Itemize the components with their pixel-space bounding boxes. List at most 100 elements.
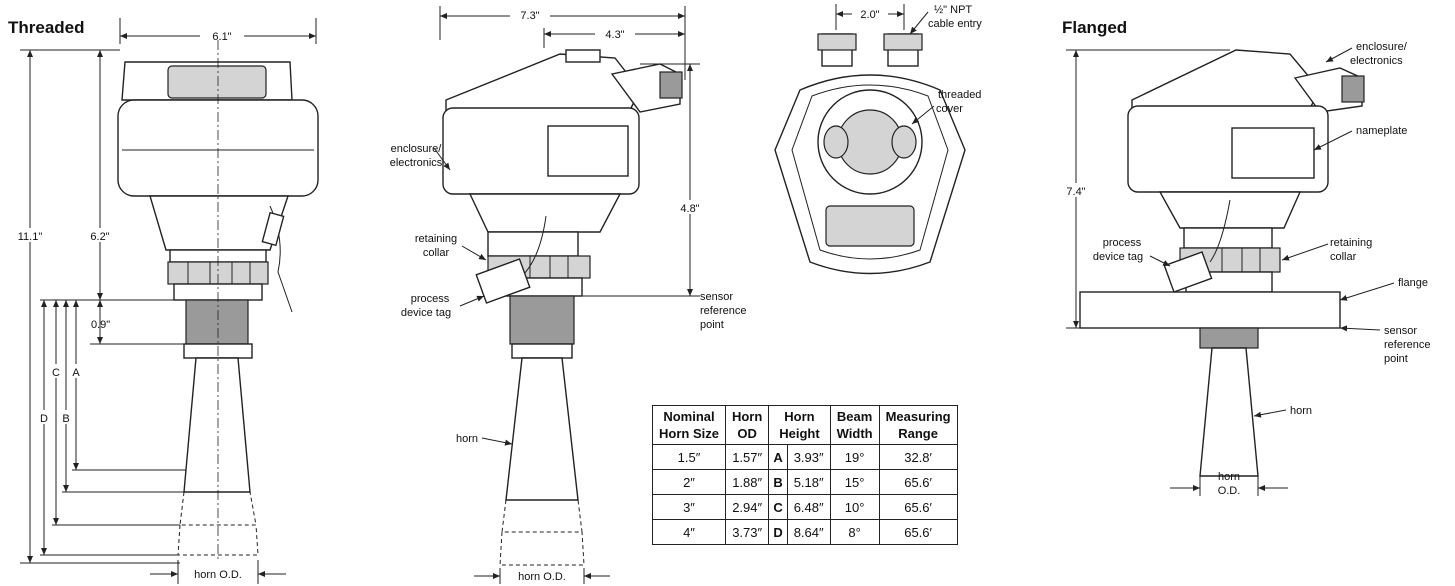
side-enclosure-label-2: electronics (390, 157, 443, 169)
flanged-enclosure-label-1: enclosure/ (1356, 41, 1408, 53)
cell-size: 3″ (652, 494, 726, 520)
side-sensor-label-1: sensor (700, 291, 733, 303)
flanged-horn (1199, 347, 1259, 477)
cell-od: 3.73″ (724, 519, 770, 545)
table-row: 3″ 2.94″ C 6.48″ 10° 65.6′ (652, 494, 958, 520)
side-tag-label-2: device tag (401, 307, 451, 319)
flanged-nameplate (1231, 127, 1315, 179)
flanged-horn-od-label-1: horn (1218, 471, 1240, 483)
cell-beam: 15° (829, 469, 880, 495)
threaded-tag (261, 211, 285, 247)
top-view: 2.0" ½" NPT cable entry threaded cover (774, 4, 982, 275)
top-display (825, 205, 915, 247)
cell-size: 4″ (652, 519, 726, 545)
top-cover-label-2: cover (936, 103, 963, 115)
flanged-tag (1163, 251, 1213, 293)
top-npt-label-2: cable entry (928, 18, 982, 30)
dim-letter-a: A (72, 367, 80, 379)
side-collar-label-2: collar (423, 247, 450, 259)
flanged-collar-label-1: retaining (1330, 237, 1372, 249)
cell-letter: A (768, 444, 788, 470)
cell-size: 1.5″ (652, 444, 726, 470)
cell-beam: 10° (829, 494, 880, 520)
flanged-sensor-label-2: reference (1384, 339, 1430, 351)
threaded-title: Threaded (8, 18, 85, 37)
threaded-horn-od-label: horn O.D. (194, 569, 242, 581)
cell-range: 65.6′ (878, 469, 958, 495)
threaded-display-window (167, 65, 267, 99)
side-view: 7.3" 4.3" 4.8" enclosure/ (390, 6, 746, 584)
side-enclosure-label-1: enclosure/ (391, 143, 443, 155)
cell-od: 1.88″ (724, 469, 770, 495)
top-spacing-dim: 2.0" (860, 9, 879, 21)
cell-beam: 19° (829, 444, 880, 470)
table-row: 2″ 1.88″ B 5.18″ 15° 65.6′ (652, 469, 958, 495)
side-horn-od-label: horn O.D. (518, 571, 566, 583)
threaded-thread-dim: 0.9" (91, 319, 110, 331)
threaded-thread (185, 299, 249, 345)
side-tag (475, 258, 531, 304)
cell-height: 3.93″ (786, 444, 831, 470)
threaded-body-height-dim: 6.2" (90, 231, 109, 243)
table-row: 4″ 3.73″ D 8.64″ 8° 65.6′ (652, 519, 958, 545)
side-collar-label-1: retaining (415, 233, 457, 245)
flanged-tag-label-1: process (1103, 237, 1142, 249)
flanged-flange-label: flange (1398, 277, 1428, 289)
side-offset-dim: 4.3" (605, 29, 624, 41)
threaded-overall-height-dim: 11.1" (18, 231, 43, 243)
flanged-sensor-label-3: point (1384, 353, 1408, 365)
table-row: 1.5″ 1.57″ A 3.93″ 19° 32.8′ (652, 444, 958, 470)
flanged-enclosure-label-2: electronics (1350, 55, 1403, 67)
cell-height: 5.18″ (786, 469, 831, 495)
cell-height: 8.64″ (786, 519, 831, 545)
flanged-tag-label-2: device tag (1093, 251, 1143, 263)
side-sensor-label-2: reference (700, 305, 746, 317)
threaded-neck (149, 195, 289, 251)
cell-od: 2.94″ (724, 494, 770, 520)
threaded-view: Threaded 6.1" 11.1" (8, 18, 319, 584)
cell-range: 32.8′ (878, 444, 958, 470)
cell-height: 6.48″ (786, 494, 831, 520)
side-height-dim: 4.8" (680, 203, 699, 215)
top-cover-label-1: threaded (938, 89, 981, 101)
threaded-width-dim: 6.1" (212, 31, 231, 43)
side-top-cap (445, 53, 641, 111)
flanged-title: Flanged (1062, 18, 1127, 37)
flanged-view: Flanged 7.4" enclosure/ electronics name… (1058, 18, 1430, 497)
flanged-top-cap (1131, 49, 1321, 109)
flanged-nameplate-label: nameplate (1356, 125, 1407, 137)
flanged-horn-label: horn (1290, 405, 1312, 417)
flanged-sensor-label-1: sensor (1384, 325, 1417, 337)
cell-size: 2″ (652, 469, 726, 495)
side-depth-dim: 7.3" (520, 10, 539, 22)
side-horn (505, 357, 579, 501)
cell-letter: C (768, 494, 788, 520)
top-npt-label-1: ½" NPT (934, 4, 972, 16)
side-tag-label-1: process (411, 293, 450, 305)
side-sensor-label-3: point (700, 319, 724, 331)
flanged-collar-label-2: collar (1330, 251, 1357, 263)
flanged-height-dim: 7.4" (1066, 186, 1085, 198)
side-horn-label: horn (456, 433, 478, 445)
cell-od: 1.57″ (724, 444, 770, 470)
dim-letter-c: C (52, 367, 60, 379)
cell-beam: 8° (829, 519, 880, 545)
side-thread (509, 295, 575, 345)
threaded-horn (183, 357, 251, 493)
flanged-horn-od-label-2: O.D. (1218, 485, 1241, 497)
side-nameplate (547, 125, 629, 177)
cell-range: 65.6′ (878, 494, 958, 520)
cell-range: 65.6′ (878, 519, 958, 545)
cell-letter: D (768, 519, 788, 545)
flanged-flange (1079, 291, 1341, 329)
cell-letter: B (768, 469, 788, 495)
dim-letter-b: B (62, 413, 69, 425)
